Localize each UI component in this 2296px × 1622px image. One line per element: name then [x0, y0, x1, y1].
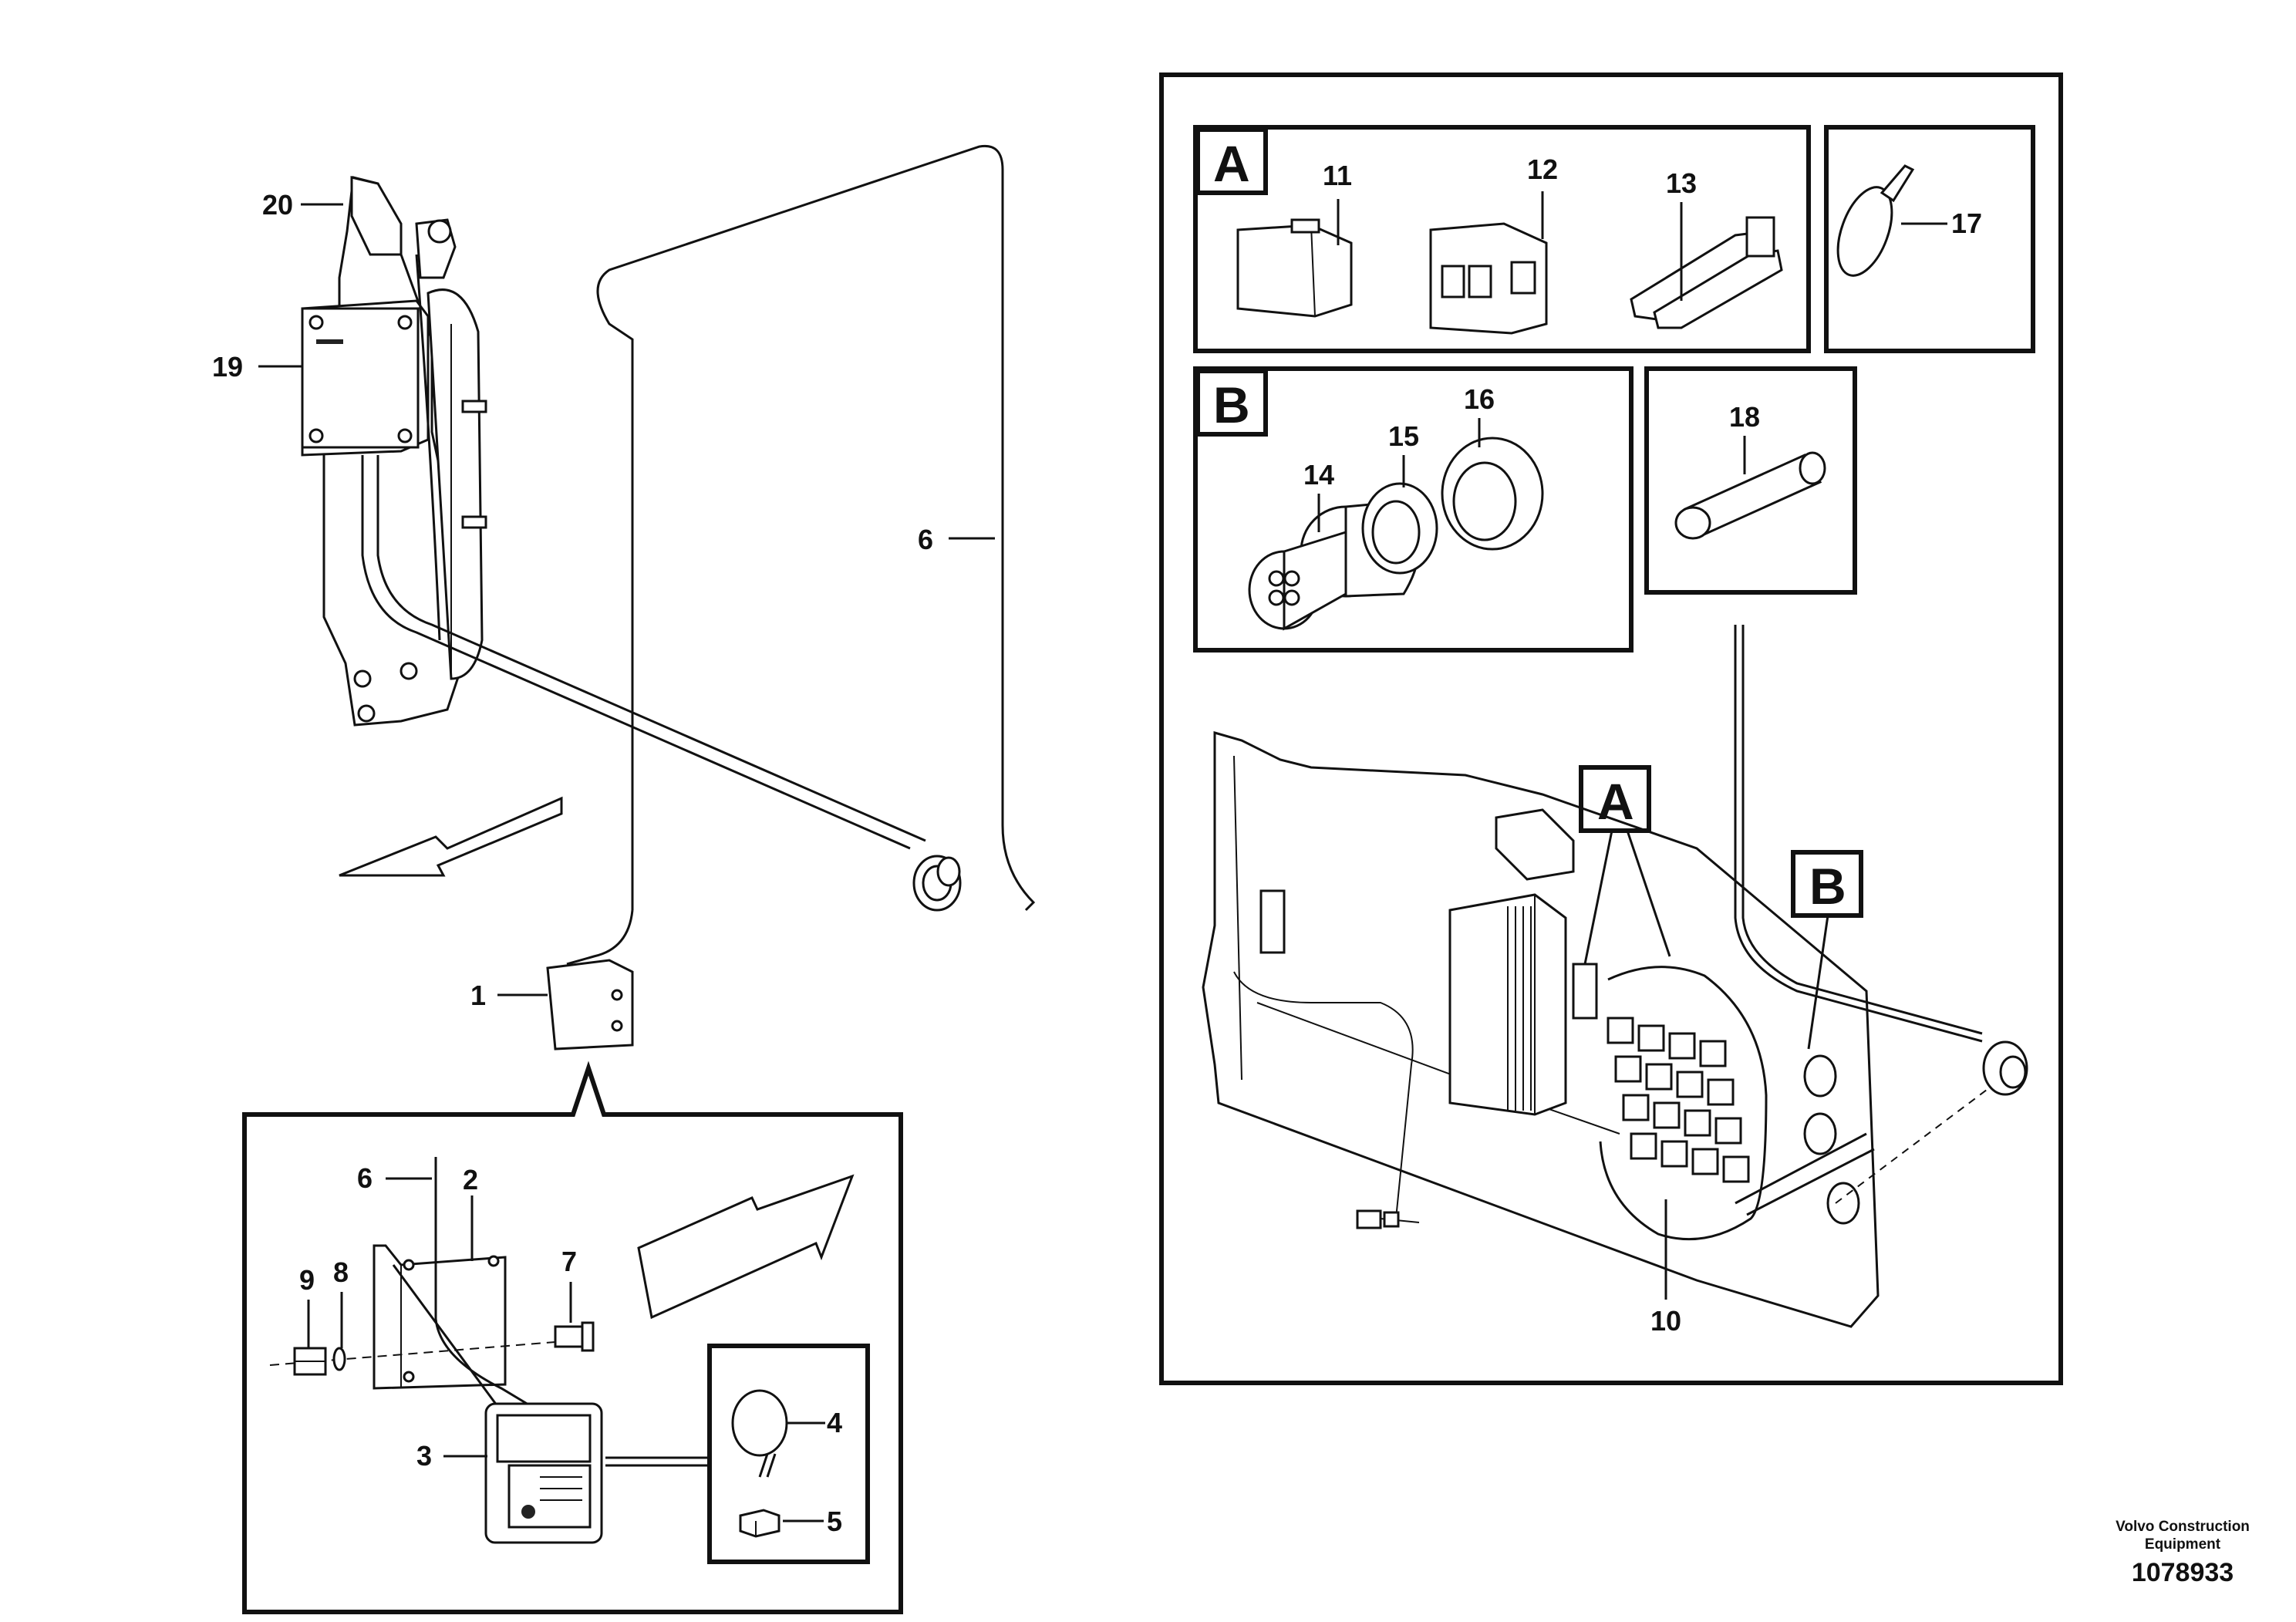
footer-company-2: Equipment [2145, 1536, 2221, 1553]
seal [731, 1389, 788, 1457]
panel-a-letter: A [1597, 773, 1634, 830]
label-part-20: 20 [262, 189, 293, 221]
label-part-5: 5 [827, 1506, 842, 1537]
drawing-number: 1078933 [2132, 1558, 2234, 1587]
washer [332, 1347, 346, 1371]
part-16-nut [1441, 437, 1544, 551]
label-part-8: 8 [333, 1256, 349, 1288]
label-part-6-detail: 6 [357, 1162, 373, 1194]
box-b [1193, 366, 1633, 653]
cable-plug [912, 855, 962, 912]
label-part-3: 3 [416, 1440, 432, 1472]
direction-arrow-left [339, 796, 563, 877]
cube [739, 1509, 781, 1538]
loop-cable [415, 144, 1036, 912]
label-part-14: 14 [1303, 459, 1334, 491]
part-13-terminal [1630, 216, 1783, 329]
label-part-1: 1 [470, 980, 486, 1011]
part-11-connector [1236, 218, 1353, 318]
small-unit [546, 959, 634, 1050]
inset-box [707, 1344, 870, 1564]
footer-company: Volvo Construction [2116, 1519, 2250, 1535]
panel-cable [1734, 625, 1983, 1043]
label-part-12: 12 [1527, 153, 1558, 185]
label-part-16: 16 [1464, 383, 1495, 415]
part-15-ring [1361, 482, 1438, 575]
label-part-7: 7 [561, 1246, 577, 1277]
panel-plug [1982, 1040, 2028, 1096]
label-part-9: 9 [299, 1264, 315, 1296]
cable-tie [1836, 164, 1915, 277]
label-part-2: 2 [463, 1164, 478, 1195]
label-part-13: 13 [1666, 167, 1697, 199]
label-part-18: 18 [1729, 401, 1760, 433]
label-part-11: 11 [1323, 160, 1352, 191]
electrical-panel [1202, 731, 1880, 1328]
label-part-15: 15 [1388, 420, 1419, 452]
cable-to-connector-2 [376, 455, 926, 842]
panel-b-letter: B [1809, 858, 1846, 915]
control-panel [484, 1402, 603, 1544]
label-part-17: 17 [1951, 207, 1982, 239]
label-part-19: 19 [212, 351, 243, 383]
nut [293, 1347, 327, 1376]
bolt [554, 1321, 595, 1352]
cable-to-connector [361, 455, 911, 850]
box-a-letter: A [1213, 135, 1250, 192]
box-b-letter: B [1213, 376, 1250, 433]
detail-frame [242, 1061, 903, 1614]
label-part-10: 10 [1650, 1305, 1681, 1337]
bottle-assembly [301, 176, 487, 727]
right-frame [1159, 73, 2063, 1385]
sleeve [1674, 451, 1826, 540]
part-12-connector [1429, 222, 1548, 335]
direction-arrow-right [637, 1174, 855, 1320]
box-sleeve [1644, 366, 1857, 595]
box-a [1193, 125, 1811, 353]
box-tie [1824, 125, 2035, 353]
label-part-4: 4 [827, 1407, 842, 1438]
label-part-6-top: 6 [918, 524, 933, 555]
